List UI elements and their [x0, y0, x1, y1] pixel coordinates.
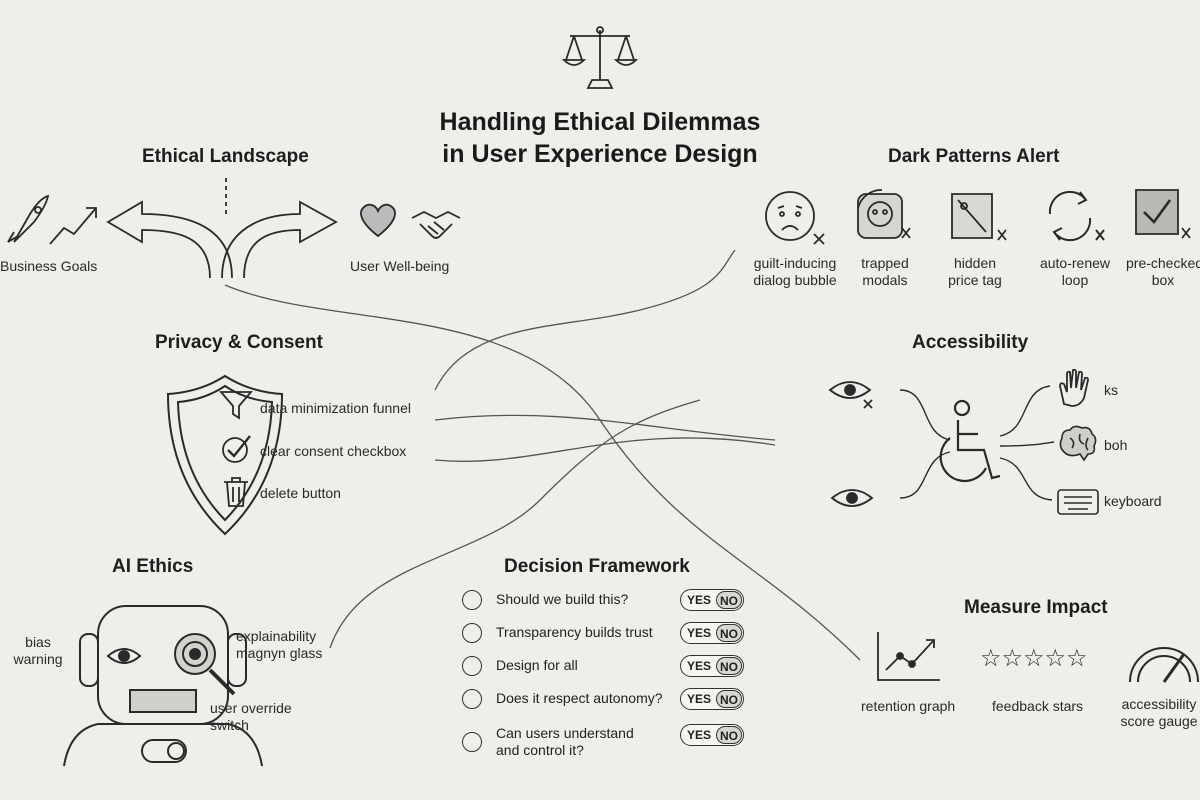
brain-icon — [1056, 424, 1100, 462]
question-text: Does it respect autonomy? — [496, 690, 663, 706]
line-graph-icon — [874, 630, 944, 686]
shield-icon — [160, 370, 290, 540]
user-well-being-label: User Well-being — [350, 258, 450, 274]
rating-stars-icon: ☆☆☆☆☆ — [980, 645, 1088, 672]
funnel-icon — [218, 388, 254, 422]
yes-no-toggle[interactable]: YES NO — [680, 655, 744, 677]
question-row: Can users understand and control it? — [462, 724, 662, 760]
trash-icon — [220, 474, 256, 510]
gauge-icon — [1124, 636, 1200, 686]
scales-of-justice-icon — [560, 22, 640, 94]
yes-no-toggle[interactable]: YES NO — [680, 724, 744, 746]
question-row: Should we build this? — [462, 590, 662, 610]
bias-warning-label: bias warning — [13, 634, 63, 667]
robot-icon — [50, 590, 300, 770]
question-text: Design for all — [496, 657, 578, 673]
check-circle-icon — [220, 432, 256, 466]
question-row: Design for all — [462, 656, 662, 676]
title-line-1: Handling Ethical Dilemmas — [439, 108, 761, 136]
price-tag-icon — [948, 188, 1012, 248]
eye-icon — [828, 482, 876, 518]
dark-patterns-heading: Dark Patterns Alert — [888, 146, 1060, 167]
trapped-modal-icon — [852, 188, 918, 248]
question-text: Should we build this? — [496, 591, 629, 607]
hand-icon — [1054, 368, 1094, 408]
measure-impact-heading: Measure Impact — [964, 597, 1108, 618]
radio-circle[interactable] — [462, 732, 482, 752]
yes-no-toggle[interactable]: YES NO — [680, 589, 744, 611]
diverging-arrows-icon — [90, 178, 370, 288]
pre-checked-box-icon — [1134, 186, 1198, 246]
dark-pattern-label-4: auto-renew loop — [1039, 255, 1111, 288]
dark-pattern-label-3: hidden price tag — [948, 255, 1002, 288]
question-text: Transparency builds trust — [496, 624, 653, 640]
radio-circle[interactable] — [462, 623, 482, 643]
accessibility-label-3: keyboard — [1104, 493, 1162, 509]
auto-renew-loop-icon — [1040, 186, 1110, 246]
impact-label-2: feedback stars — [992, 698, 1084, 714]
radio-circle[interactable] — [462, 689, 482, 709]
impact-label-3: accessibility score gauge — [1120, 696, 1198, 729]
question-row: Does it respect autonomy? — [462, 689, 663, 709]
sad-face-icon — [760, 188, 830, 248]
handshake-icon — [410, 204, 462, 244]
accessibility-label-2: boh — [1104, 437, 1128, 453]
wheelchair-icon — [928, 398, 1008, 490]
question-row: Transparency builds trust — [462, 623, 662, 643]
dark-pattern-label-5: pre-checked box — [1126, 255, 1200, 288]
heart-icon — [356, 200, 400, 240]
title-line-2: in User Experience Design — [442, 140, 758, 168]
privacy-heading: Privacy & Consent — [155, 332, 323, 353]
keyboard-icon — [1056, 488, 1100, 518]
page-title: Handling Ethical Dilemmas in User Experi… — [400, 106, 800, 170]
privacy-item-3: delete button — [260, 485, 341, 501]
rocket-growth-icon — [0, 192, 115, 252]
dark-pattern-label-2: trapped modals — [861, 255, 909, 288]
yes-no-toggle[interactable]: YES NO — [680, 688, 744, 710]
business-goals-label: Business Goals — [0, 258, 98, 274]
user-override-label: user override switch — [210, 700, 292, 733]
accessibility-heading: Accessibility — [912, 332, 1029, 353]
radio-circle[interactable] — [462, 656, 482, 676]
privacy-item-2: clear consent checkbox — [260, 443, 407, 459]
explainability-label: explainability magnyn glass — [236, 628, 323, 661]
ethical-landscape-heading: Ethical Landscape — [142, 146, 309, 167]
yes-no-toggle[interactable]: YES NO — [680, 622, 744, 644]
dark-pattern-label-1: guilt-inducing dialog bubble — [753, 255, 837, 288]
privacy-item-1: data minimization funnel — [260, 400, 411, 416]
question-text: Can users understand and control it? — [496, 725, 634, 758]
decision-framework-heading: Decision Framework — [504, 556, 690, 577]
radio-circle[interactable] — [462, 590, 482, 610]
impact-label-1: retention graph — [861, 698, 956, 714]
eye-slash-icon — [826, 374, 882, 414]
ai-ethics-heading: AI Ethics — [112, 556, 194, 577]
accessibility-label-1: ks — [1104, 382, 1118, 398]
